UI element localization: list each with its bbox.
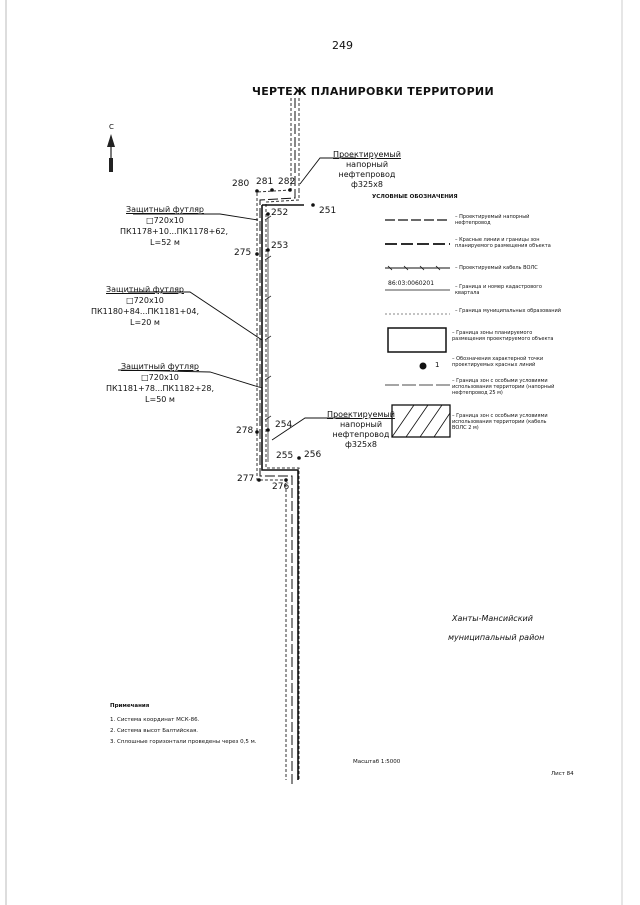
casing-length: L=52 м — [150, 238, 180, 247]
casing-label: Защитный футляр □720х10 ПК1178+10...ПК11… — [110, 204, 229, 248]
legend-item-label: – Граница зон с особыми условиями исполь… — [452, 413, 548, 431]
legend-item-label: – Красные линии и границы зон планируемо… — [455, 237, 551, 249]
red-line-boundary — [261, 204, 304, 780]
notes-item: 3. Сплошные горизонтали проведены через … — [110, 739, 257, 745]
legend-item-label: – Проектируемый кабель ВОЛС — [455, 265, 538, 271]
point-label: 280 — [232, 179, 250, 189]
cable-vols-line — [264, 215, 272, 462]
point-label: 281 — [256, 177, 274, 187]
pipeline-label-line: ф325х8 — [345, 440, 377, 449]
point-label: 256 — [304, 450, 322, 460]
casing-size: □720х10 — [146, 216, 184, 225]
casing-label: Защитный футляр □720х10 ПК1180+84...ПК11… — [90, 284, 200, 328]
notes-title: Примечания — [110, 703, 150, 709]
point-label: 253 — [271, 241, 289, 251]
planning-zone-boundary — [256, 98, 300, 780]
point-label: 277 — [237, 474, 255, 484]
pipeline-label-line: Проектируемый — [327, 410, 395, 419]
pipeline-label-line: ф325х8 — [351, 180, 383, 189]
notes-item: 1. Система координат МСК-86. — [110, 717, 200, 723]
legend-item-label: – Граница муниципальных образований — [455, 308, 561, 314]
point-label: 255 — [276, 451, 294, 461]
casing-length: L=50 м — [145, 395, 175, 404]
pipeline-label-bottom: Проектируемый напорный нефтепровод ф325х… — [316, 410, 406, 450]
characteristic-points — [255, 188, 315, 482]
north-label: С — [109, 123, 114, 131]
casing-pk: ПК1178+10...ПК1178+62, — [120, 227, 229, 236]
pipeline-label-top: Проектируемый напорный нефтепровод ф325х… — [322, 150, 412, 190]
point-label: 282 — [278, 177, 296, 187]
region-label: муниципальный район — [448, 633, 545, 642]
pipeline-label-line: нефтепровод — [338, 170, 396, 179]
point-label: 276 — [272, 482, 290, 492]
casing-title: Защитный футляр — [106, 285, 184, 294]
pipeline-label-line: напорный — [345, 160, 389, 169]
casing-title: Защитный футляр — [126, 205, 204, 214]
north-arrow — [107, 134, 115, 172]
casing-pk: ПК1181+78...ПК1182+28, — [105, 384, 215, 393]
legend-item-label: – Проектируемый напорный нефтепровод — [455, 214, 530, 226]
pipeline-label-line: нефтепровод — [332, 430, 390, 439]
legend-item-label: – Граница зон с особыми условиями исполь… — [452, 378, 555, 396]
notes-item: 2. Система высот Балтийская. — [110, 728, 198, 734]
point-label: 275 — [234, 248, 252, 258]
leader-lines — [117, 157, 356, 441]
region-label: Ханты-Мансийский — [452, 614, 533, 623]
pipeline-label-line: Проектируемый — [333, 150, 401, 159]
casing-size: □720х10 — [126, 296, 164, 305]
legend-item-label: – Граница и номер кадастрового квартала — [455, 284, 542, 296]
casing-length: L=20 м — [130, 318, 160, 327]
casing-label: Защитный футляр □720х10 ПК1181+78...ПК11… — [100, 361, 220, 405]
legend-sample-text: 86:03:0060201 — [388, 280, 435, 287]
page-number: 249 — [332, 39, 353, 52]
pipeline-label-line: напорный — [339, 420, 383, 429]
legend-item-label: – Обозначения характерной точки проектир… — [452, 356, 544, 368]
casing-size: □720х10 — [141, 373, 179, 382]
casing-pk: ПК1180+84...ПК1181+04, — [90, 307, 200, 316]
sheet-label: Лист 84 — [551, 771, 574, 777]
point-label: 278 — [236, 426, 254, 436]
legend-title: УСЛОВНЫЕ ОБОЗНАЧЕНИЯ — [372, 194, 458, 200]
point-label: 252 — [271, 208, 289, 218]
pipeline-line — [259, 98, 296, 785]
page-title: ЧЕРТЕЖ ПЛАНИРОВКИ ТЕРРИТОРИИ — [252, 85, 494, 98]
point-label: 251 — [319, 206, 337, 216]
legend-samples — [385, 219, 451, 438]
legend-point-marker — [419, 362, 427, 370]
legend-item-label: – Граница зоны планируемого размещения п… — [452, 330, 554, 342]
point-label: 254 — [275, 420, 293, 430]
scale-label: Масштаб 1:5000 — [353, 759, 401, 765]
casing-title: Защитный футляр — [121, 362, 199, 371]
legend-sample-text: 1 — [435, 361, 440, 369]
